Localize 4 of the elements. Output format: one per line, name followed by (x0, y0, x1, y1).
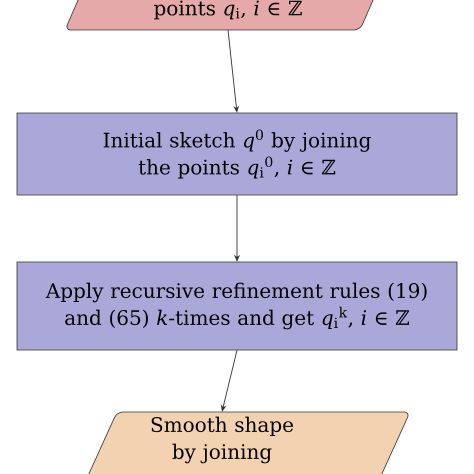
process-box: Apply recursive refinement rules (19) and (65) k-times and get q$_{i}$$^{k}$, i ∈ ℤ (16, 262, 458, 350)
process-box: Initial sketch q$^{0}$ by joining the points q$_{i}$$^{0}$, i ∈ ℤ (16, 112, 458, 196)
output-parallelogram: Smooth shape by joining (78, 412, 408, 474)
input-parallelogram: points q$_{i}$, i ∈ ℤ (66, 0, 382, 30)
